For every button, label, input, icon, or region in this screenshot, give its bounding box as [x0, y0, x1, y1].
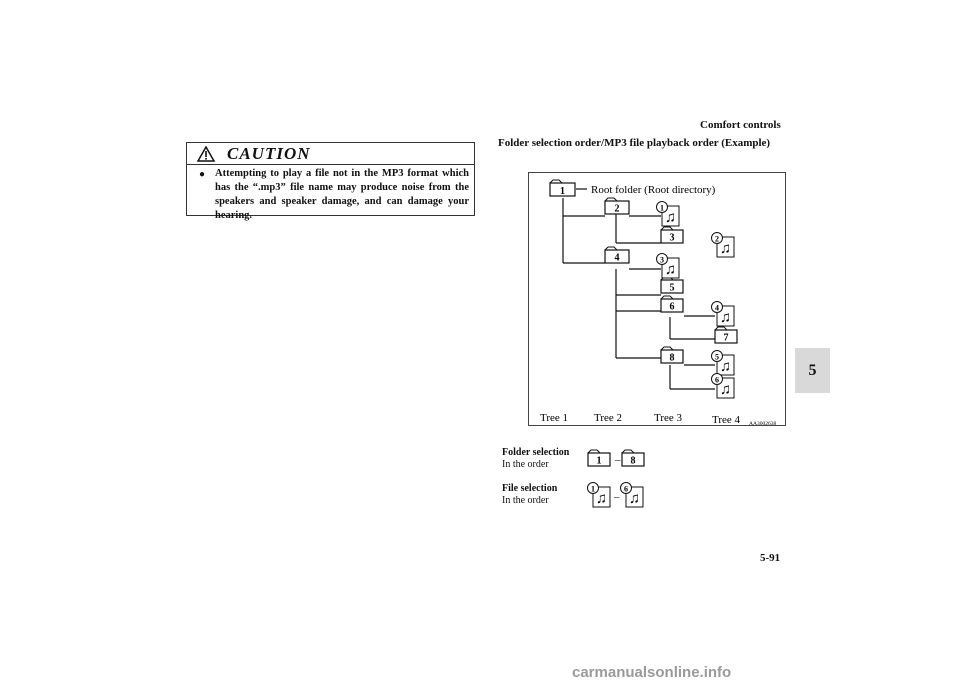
bullet-icon: ● — [199, 169, 206, 180]
folder-icon: 5 — [660, 276, 684, 294]
folder-icon: 8 — [621, 449, 645, 467]
svg-text:♫: ♫ — [720, 359, 731, 375]
music-file-icon: ♫ 1 — [656, 201, 680, 227]
caution-header: CAUTION — [187, 143, 474, 165]
figure-code: AA3002638 — [749, 421, 776, 427]
caution-text: Attempting to play a file not in the MP3… — [215, 168, 469, 221]
music-file-icon: ♫ 3 — [656, 253, 680, 279]
caution-label: CAUTION — [227, 144, 311, 163]
range-dash: – — [613, 491, 620, 503]
folder-icon: 2 — [604, 197, 630, 215]
folder-7-label: 7 — [724, 333, 729, 344]
file-1-label: 1 — [660, 204, 664, 213]
svg-text:♫: ♫ — [665, 210, 676, 226]
header-title: Comfort controls — [700, 119, 781, 131]
watermark: carmanualsonline.info — [572, 664, 732, 681]
svg-text:♫: ♫ — [629, 491, 640, 507]
tree-3-label: Tree 3 — [654, 412, 683, 424]
folder-1-label: 1 — [560, 186, 565, 197]
file-range-legend: ♫ 1 – ♫ 6 — [587, 482, 644, 508]
file-from-label: 1 — [591, 485, 595, 494]
folder-3-label: 3 — [670, 233, 675, 244]
svg-text:♫: ♫ — [720, 241, 731, 257]
music-file-icon: ♫ 6 — [711, 373, 735, 399]
folder-icon: 7 — [714, 326, 738, 344]
tree-2-label: Tree 2 — [594, 412, 622, 424]
svg-text:♫: ♫ — [596, 491, 607, 507]
page-number: 5-91 — [760, 552, 781, 564]
folder-to-label: 8 — [631, 456, 636, 467]
folder-icon: 1 — [549, 179, 576, 197]
range-dash: – — [614, 454, 621, 466]
svg-text:♫: ♫ — [720, 382, 731, 398]
folder-range-legend: 1 – 8 — [587, 449, 645, 467]
music-file-icon: ♫ 5 — [711, 350, 735, 376]
file-2-label: 2 — [715, 235, 719, 244]
music-file-icon: ♫ 1 — [587, 482, 611, 508]
folder-5-label: 5 — [670, 283, 675, 294]
file-4-label: 4 — [715, 304, 719, 313]
warning-triangle-icon — [197, 146, 215, 162]
tree-4-label: Tree 4 — [712, 414, 741, 426]
tree-1-label: Tree 1 — [540, 412, 568, 424]
music-file-icon: ♫ 4 — [711, 301, 735, 327]
folder-selection-sub: In the order — [502, 459, 549, 470]
folder-from-label: 1 — [597, 456, 602, 467]
folder-tree-svg: 1 Root folder (Root directory) 2 3 4 5 6 — [540, 179, 776, 427]
chapter-number: 5 — [808, 361, 817, 379]
folder-icon: 1 — [587, 449, 611, 467]
folder-icon: 4 — [604, 246, 630, 264]
folder-icon: 3 — [660, 226, 684, 244]
folder-4-label: 4 — [615, 253, 620, 264]
file-3-label: 3 — [660, 256, 664, 265]
section-heading: Folder selection order/MP3 file playback… — [498, 137, 771, 149]
root-folder-label: Root folder (Root directory) — [591, 184, 716, 196]
file-selection-sub: In the order — [502, 495, 549, 506]
music-file-icon: ♫ 6 — [620, 482, 644, 508]
music-file-icon: ♫ 2 — [711, 232, 735, 258]
file-6-label: 6 — [715, 376, 719, 385]
folder-6-label: 6 — [670, 302, 675, 313]
svg-text:♫: ♫ — [720, 310, 731, 326]
folder-tree-diagram: 1 Root folder (Root directory) 2 3 4 5 6 — [528, 172, 786, 427]
folder-8-label: 8 — [670, 353, 675, 364]
folder-selection-title: Folder selection — [502, 447, 570, 458]
file-5-label: 5 — [715, 353, 719, 362]
chapter-tab: 5 — [795, 348, 830, 393]
file-selection-title: File selection — [502, 483, 558, 494]
folder-2-label: 2 — [615, 204, 620, 215]
folder-icon: 6 — [660, 295, 684, 313]
caution-box: CAUTION ● Attempting to play a file not … — [186, 142, 475, 221]
svg-text:♫: ♫ — [665, 262, 676, 278]
folder-icon: 8 — [660, 346, 684, 364]
file-to-label: 6 — [624, 485, 628, 494]
